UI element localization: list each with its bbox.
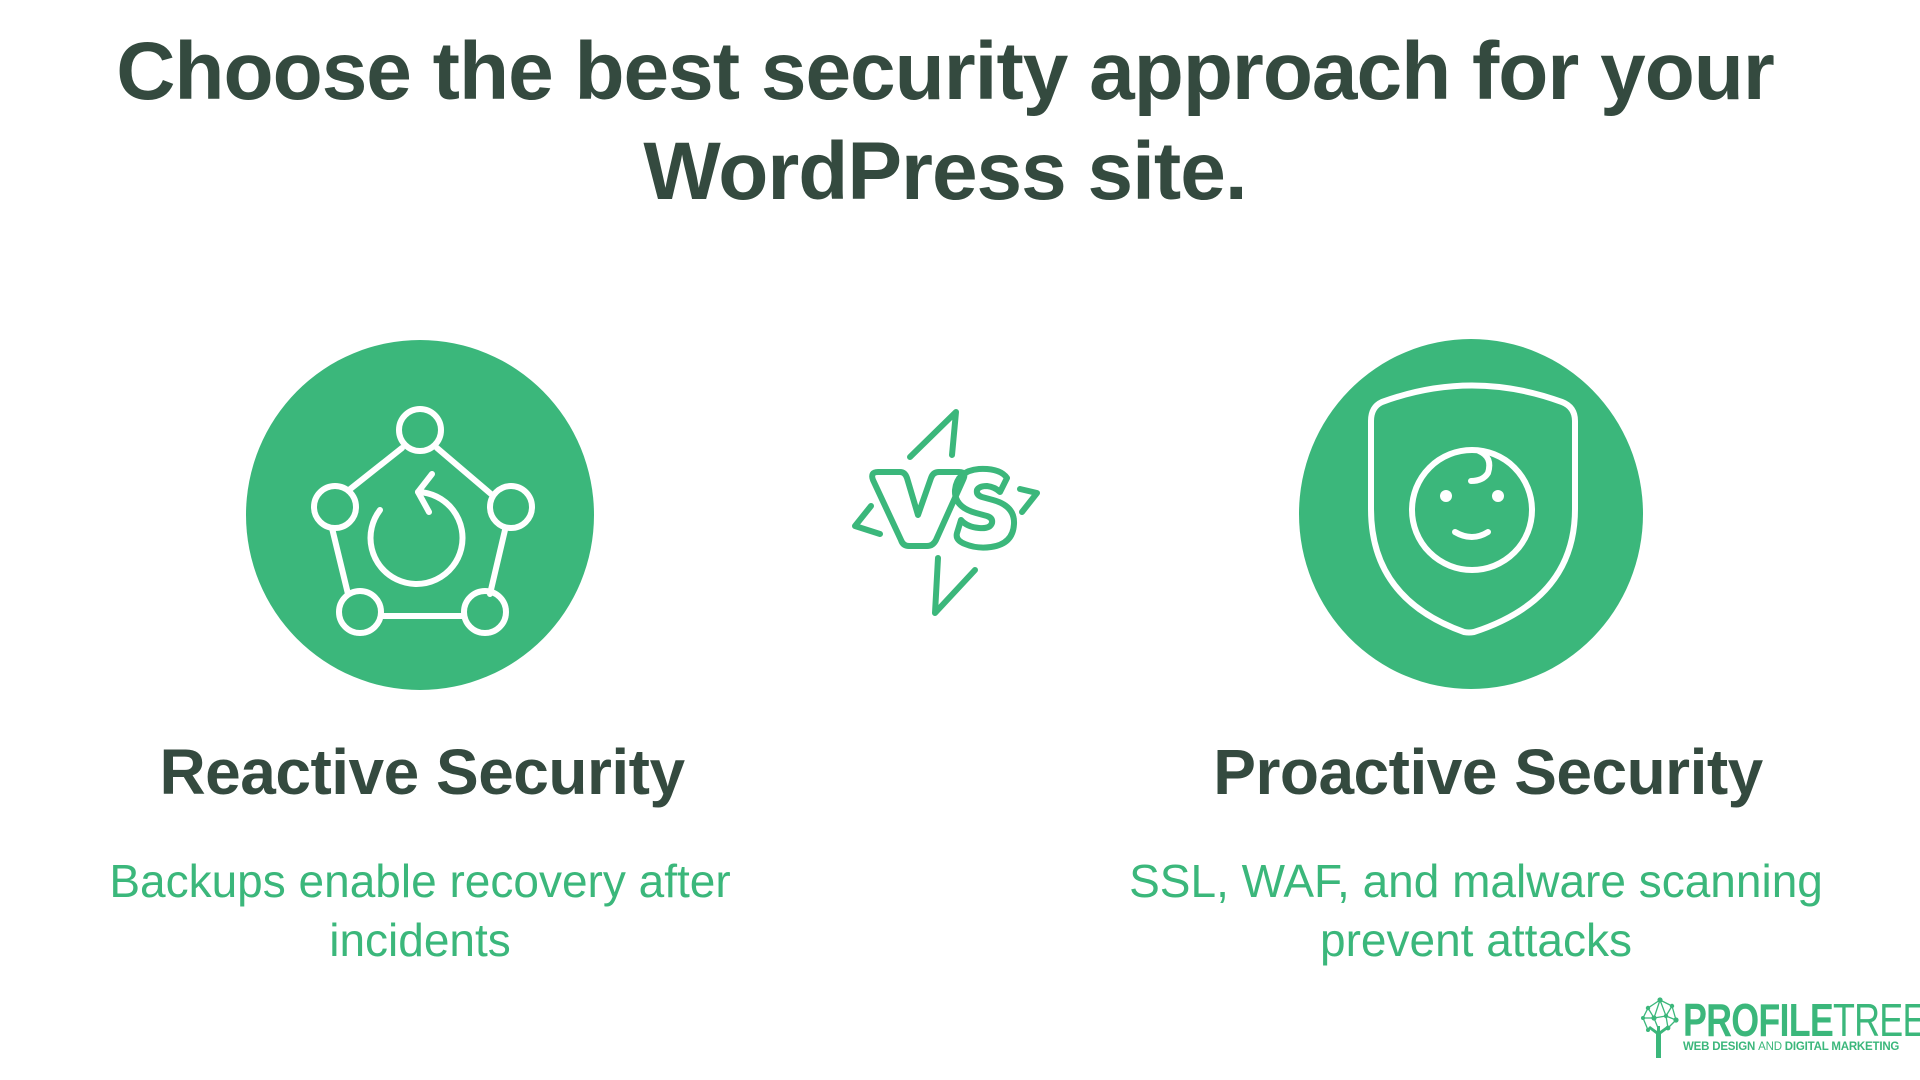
proactive-security-icon-circle [1299, 339, 1643, 689]
logo-wordmark: PROFILETREE [1683, 997, 1920, 1043]
versus-lightning-icon [852, 409, 1040, 616]
proactive-description-line-2: prevent attacks [1320, 914, 1632, 966]
logo-name-light: TREE [1833, 994, 1920, 1046]
profiletree-logo: PROFILETREE WEB DESIGN AND DIGITAL MARKE… [1640, 996, 1920, 1060]
proactive-description-line-1: SSL, WAF, and malware scanning [1129, 855, 1823, 907]
logo-tag-part1: WEB DESIGN [1683, 1041, 1759, 1053]
page-title: Choose the best security approach for yo… [0, 22, 1890, 222]
tree-network-icon [1641, 997, 1679, 1058]
shield-baby-face-icon [1368, 382, 1578, 636]
reactive-security-description: Backups enable recovery after incidents [20, 852, 820, 970]
title-line-1: Choose the best security approach for yo… [116, 26, 1775, 117]
logo-name-bold: PROFILE [1683, 994, 1834, 1046]
proactive-security-description: SSL, WAF, and malware scanning prevent a… [1076, 852, 1876, 970]
logo-tag-part2: AND [1758, 1041, 1782, 1053]
reactive-security-icon-circle [246, 340, 594, 690]
reactive-security-heading: Reactive Security [159, 736, 685, 808]
logo-tag-part3: DIGITAL MARKETING [1781, 1041, 1900, 1053]
logo-tagline: WEB DESIGN AND DIGITAL MARKETING [1683, 1041, 1899, 1053]
reactive-description-line-2: incidents [329, 914, 511, 966]
network-refresh-icon [311, 406, 535, 636]
title-line-2: WordPress site. [643, 126, 1247, 217]
proactive-security-heading: Proactive Security [1213, 736, 1763, 808]
reactive-description-line-1: Backups enable recovery after [109, 855, 731, 907]
